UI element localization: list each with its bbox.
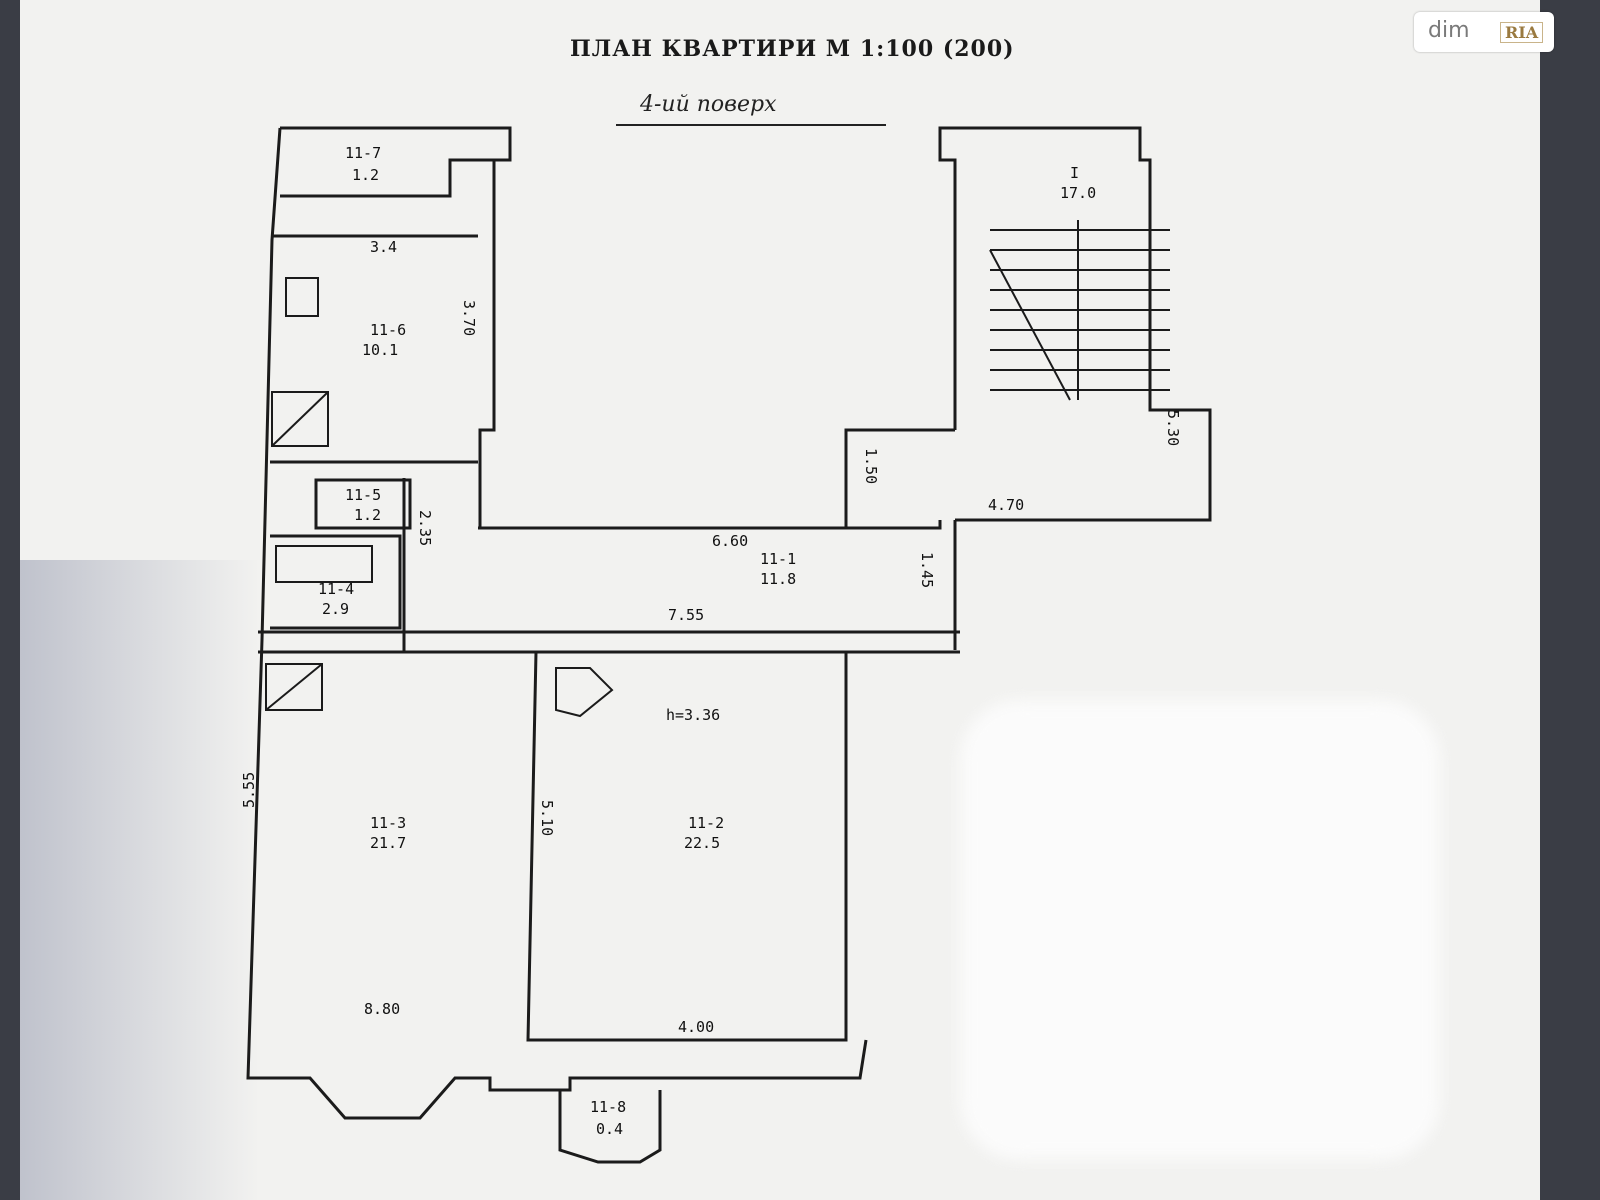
wall-bath bbox=[270, 534, 402, 630]
dimension-labels: 3.4 3.70 2.35 6.60 1.45 7.55 1.50 4.70 5… bbox=[240, 238, 1182, 1036]
dim-label: 5.30 bbox=[1164, 410, 1182, 446]
redacted-area bbox=[960, 700, 1440, 1160]
room2-fixture bbox=[555, 667, 614, 718]
dim-label: 2.35 bbox=[416, 510, 434, 546]
fixtures bbox=[265, 277, 614, 718]
wall-corridor-top bbox=[478, 520, 942, 530]
dimria-logo: dim RIA bbox=[1414, 12, 1554, 52]
room-area: 1.2 bbox=[352, 166, 379, 184]
room-area: 22.5 bbox=[684, 834, 720, 852]
stove bbox=[285, 277, 319, 317]
ceiling-height: h=3.36 bbox=[666, 706, 720, 724]
dim-label: 1.50 bbox=[862, 448, 880, 484]
room-area: 10.1 bbox=[362, 341, 398, 359]
room-number: I bbox=[1070, 164, 1079, 182]
room-number: 11-4 bbox=[318, 580, 354, 598]
wall-stairwell bbox=[938, 126, 1212, 522]
dim-label: 1.45 bbox=[918, 552, 936, 588]
room-area: 21.7 bbox=[370, 834, 406, 852]
room-area: 2.9 bbox=[322, 600, 349, 618]
room-number: 11-7 bbox=[345, 144, 381, 162]
room-number: 11-2 bbox=[688, 814, 724, 832]
floor-note-underline bbox=[616, 124, 886, 126]
wall-room2 bbox=[526, 651, 848, 1042]
dim-label: 4.70 bbox=[988, 496, 1024, 514]
sink bbox=[271, 391, 329, 447]
dim-label: 3.70 bbox=[460, 300, 478, 336]
stove-room3 bbox=[265, 663, 323, 711]
wall-storage-top bbox=[280, 158, 494, 198]
shadow bbox=[20, 560, 260, 1200]
bathtub bbox=[275, 545, 373, 583]
room-area: 0.4 bbox=[596, 1120, 623, 1138]
logo-ria: RIA bbox=[1500, 22, 1544, 43]
dim-label: 3.4 bbox=[370, 238, 397, 256]
walls bbox=[246, 126, 1212, 1164]
dim-label: 5.55 bbox=[240, 772, 258, 808]
dim-label: 6.60 bbox=[712, 532, 748, 550]
wall-main-top bbox=[280, 126, 955, 530]
room-number: 11-5 bbox=[345, 486, 381, 504]
room-area: 17.0 bbox=[1060, 184, 1096, 202]
room-number: 11-6 bbox=[370, 321, 406, 339]
room-number: 11-3 bbox=[370, 814, 406, 832]
room-area: 11.8 bbox=[760, 570, 796, 588]
dim-label: 8.80 bbox=[364, 1000, 400, 1018]
wall-wc bbox=[314, 478, 412, 530]
stair-flights bbox=[989, 220, 1170, 401]
plan-title: ПЛАН КВАРТИРИ М 1:100 (200) bbox=[570, 36, 1015, 62]
logo-dim: dim bbox=[1428, 18, 1470, 43]
dim-label: 7.55 bbox=[668, 606, 704, 624]
dim-label: 4.00 bbox=[678, 1018, 714, 1036]
room-labels: 11-7 1.2 11-6 10.1 11-5 1.2 11-4 2.9 11-… bbox=[318, 144, 1096, 1138]
dim-label: 5.10 bbox=[538, 800, 556, 836]
room-area: 1.2 bbox=[354, 506, 381, 524]
room-number: 11-1 bbox=[760, 550, 796, 568]
wall-outer-left-bottom bbox=[246, 127, 868, 1120]
floor-note: 4-ий поверх bbox=[640, 92, 777, 117]
wall-balcony bbox=[558, 1090, 662, 1164]
floor-plan-sheet: ПЛАН КВАРТИРИ М 1:100 (200) 4-ий поверх bbox=[20, 0, 1540, 1200]
room-number: 11-8 bbox=[590, 1098, 626, 1116]
